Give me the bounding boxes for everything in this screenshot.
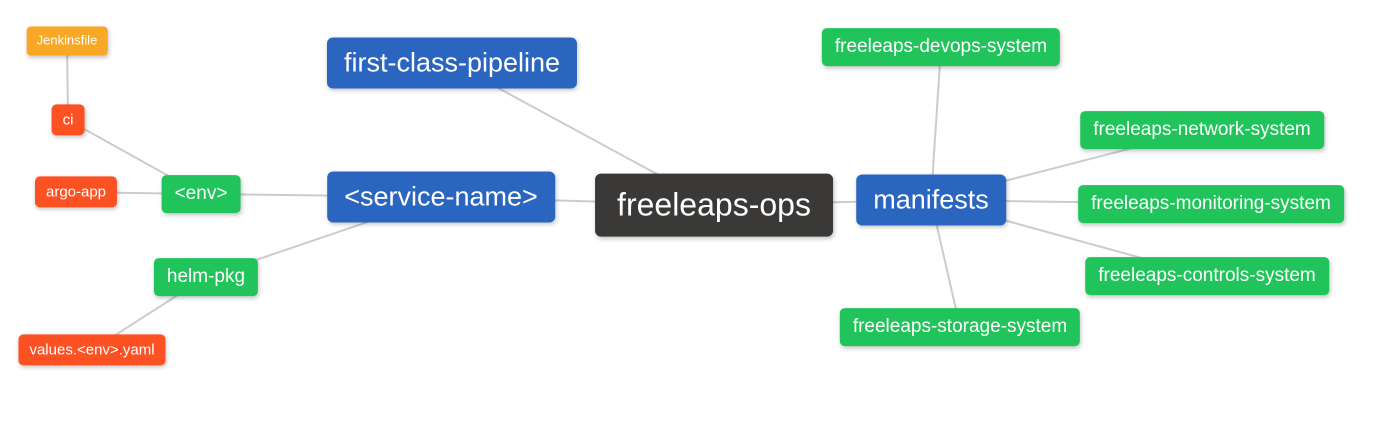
mindmap-node-values-env-yaml[interactable]: values.<env>.yaml: [18, 334, 166, 366]
mindmap-node-argo-app[interactable]: argo-app: [34, 176, 118, 208]
node-label-controls-system: freeleaps-controls-system: [1098, 265, 1316, 287]
mindmap-node-env[interactable]: <env>: [161, 175, 241, 213]
node-label-network-system: freeleaps-network-system: [1093, 119, 1311, 141]
node-label-devops-system: freeleaps-devops-system: [834, 36, 1048, 58]
mindmap-node-monitoring-system[interactable]: freeleaps-monitoring-system: [1078, 185, 1344, 223]
node-label-helm-pkg: helm-pkg: [166, 266, 246, 288]
node-label-service-name: <service-name>: [344, 181, 538, 212]
node-label-first-class-pipeline: first-class-pipeline: [343, 47, 561, 78]
node-label-manifests: manifests: [873, 184, 989, 215]
node-label-ci: ci: [62, 111, 74, 129]
node-label-env: <env>: [174, 183, 228, 205]
mindmap-node-storage-system[interactable]: freeleaps-storage-system: [839, 308, 1081, 346]
mindmap-node-controls-system[interactable]: freeleaps-controls-system: [1085, 257, 1329, 295]
node-label-values-env-yaml: values.<env>.yaml: [29, 341, 155, 359]
node-label-monitoring-system: freeleaps-monitoring-system: [1091, 193, 1331, 215]
mindmap-node-helm-pkg[interactable]: helm-pkg: [153, 258, 259, 296]
mindmap-node-first-class-pipeline[interactable]: first-class-pipeline: [326, 37, 578, 89]
node-label-storage-system: freeleaps-storage-system: [852, 316, 1068, 338]
mindmap-node-jenkinsfile[interactable]: Jenkinsfile: [26, 26, 108, 56]
mindmap-node-devops-system[interactable]: freeleaps-devops-system: [821, 28, 1061, 66]
mindmap-node-service-name[interactable]: <service-name>: [327, 171, 555, 223]
mindmap-node-network-system[interactable]: freeleaps-network-system: [1080, 111, 1324, 149]
mindmap-node-ci[interactable]: ci: [51, 104, 85, 136]
node-label-argo-app: argo-app: [45, 183, 107, 201]
mindmap-node-manifests[interactable]: manifests: [856, 174, 1006, 226]
node-label-jenkinsfile: Jenkinsfile: [36, 32, 98, 48]
node-label-freeleaps-ops: freeleaps-ops: [617, 186, 811, 223]
mindmap-node-freeleaps-ops[interactable]: freeleaps-ops: [595, 173, 833, 237]
